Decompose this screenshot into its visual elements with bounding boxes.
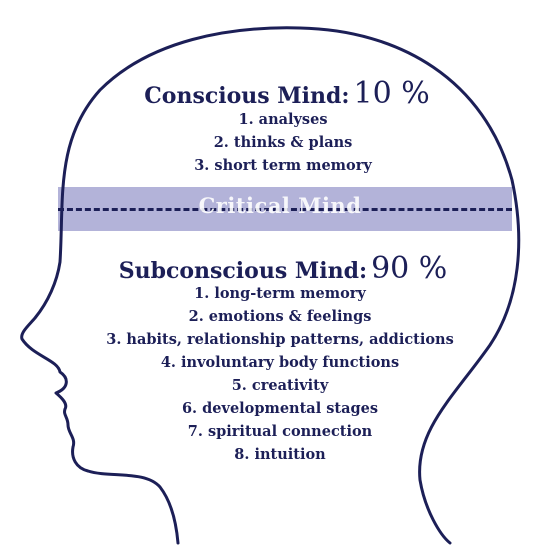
- list-item: 3. habits, relationship patterns, addict…: [106, 331, 454, 348]
- list-item: 7. spiritual connection: [187, 423, 373, 440]
- list-item: 4. involuntary body functions: [160, 354, 400, 371]
- list-item: 2. thinks & plans: [213, 134, 353, 151]
- list-item: 3. short term memory: [194, 157, 372, 174]
- conscious-mind-percent: 10 %: [353, 76, 430, 111]
- list-item: 5. creativity: [231, 377, 329, 394]
- conscious-mind-title: Conscious Mind:: [144, 83, 350, 109]
- subconscious-mind-heading: Subconscious Mind:90 %: [0, 251, 560, 286]
- head-profile-path: [20, 26, 521, 545]
- critical-mind-dashed-line: [58, 208, 512, 211]
- list-item: 8. intuition: [234, 446, 326, 463]
- conscious-mind-list: 1. analyses 2. thinks & plans 3. short t…: [3, 108, 560, 177]
- list-item: 1. long-term memory: [194, 285, 366, 302]
- conscious-mind-heading: Conscious Mind:10 %: [0, 76, 560, 111]
- list-item: 1. analyses: [238, 111, 328, 128]
- subconscious-mind-list: 1. long-term memory 2. emotions & feelin…: [0, 282, 560, 466]
- subconscious-mind-percent: 90 %: [371, 251, 448, 286]
- critical-mind-label: Critical Mind: [198, 193, 362, 218]
- list-item: 2. emotions & feelings: [188, 308, 372, 325]
- list-item: 6. developmental stages: [181, 400, 379, 417]
- subconscious-mind-title: Subconscious Mind:: [118, 258, 368, 284]
